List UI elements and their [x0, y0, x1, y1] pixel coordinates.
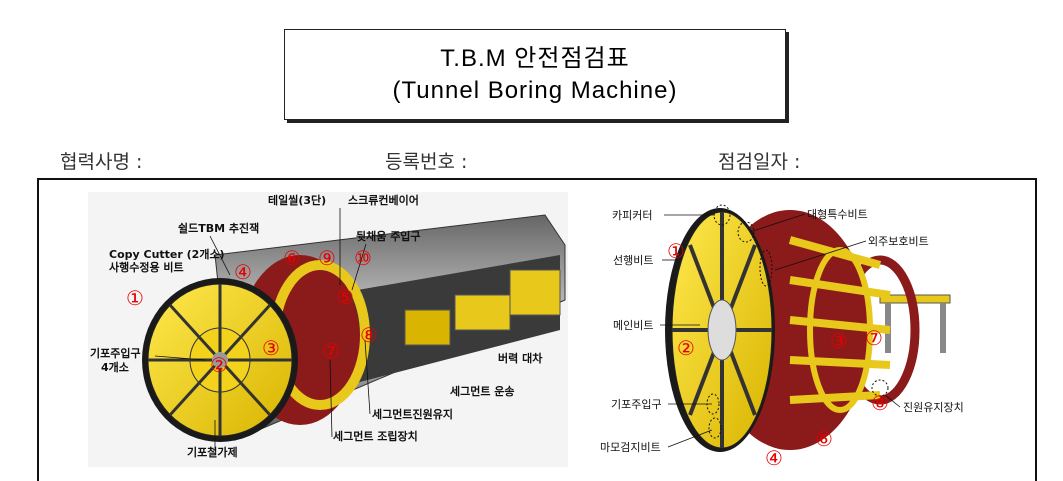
label-foam-port: 기포주입구 — [90, 346, 141, 360]
left-num-9: ⑨ — [318, 246, 336, 270]
title-line1: T.B.M 안전점검표 — [440, 44, 630, 72]
right-num-8: ⑧ — [871, 391, 889, 415]
label-copy-cutter-sub: 사행수정용 비트 — [109, 260, 184, 274]
label-large-bit: 대형특수비트 — [807, 208, 868, 221]
label-foam-port-right: 기포주입구 — [611, 398, 662, 411]
label-shield-jack: 쉴드TBM 추진잭 — [178, 221, 259, 235]
right-num-6: ⑥ — [815, 427, 833, 451]
left-tbm-illustration — [88, 192, 568, 467]
right-num-3: ③ — [830, 329, 848, 353]
label-foam-port-sub: 4개소 — [101, 360, 129, 374]
right-numbers: ① ② ③ ④ ⑥ ⑦ ⑧ — [667, 239, 889, 470]
title-box: T.B.M 안전점검표 (Tunnel Boring Machine) — [284, 29, 786, 120]
label-segment-roundness: 세그먼트진원유지 — [372, 407, 453, 421]
right-num-1: ① — [667, 239, 685, 263]
left-num-3: ③ — [262, 336, 280, 360]
label-wear-bit: 마모검지비트 — [600, 441, 661, 454]
right-num-7: ⑦ — [865, 326, 883, 350]
left-num-4: ④ — [234, 260, 252, 284]
left-num-8: ⑧ — [360, 323, 378, 347]
label-copy-cutter: Copy Cutter (2개소) — [109, 247, 225, 261]
label-power-car: 버력 대차 — [498, 351, 543, 365]
right-tbm-illustration — [665, 208, 951, 452]
label-roundness-device: 진원유지장치 — [903, 401, 964, 414]
label-segment-erector: 세그먼트 조립장치 — [333, 429, 418, 443]
label-main-bit: 메인비트 — [613, 319, 653, 332]
label-outer-bit: 외주보호비트 — [868, 235, 929, 248]
left-num-5: ⑤ — [336, 285, 354, 309]
date-label: 점검일자 : — [718, 151, 801, 173]
label-segment-transport: 세그먼트 운송 — [450, 384, 515, 398]
left-num-2: ② — [210, 353, 228, 377]
diagram-frame — [37, 178, 1037, 481]
label-screw-conveyor: 스크류컨베이어 — [348, 193, 419, 207]
title-line2: (Tunnel Boring Machine) — [392, 76, 678, 104]
label-backfill-port: 뒷채움 주입구 — [356, 229, 421, 243]
left-num-10: ⑩ — [354, 246, 372, 270]
label-lead-bit: 선행비트 — [613, 254, 653, 267]
left-labels: 테일씰(3단) 스크류컨베이어 쉴드TBM 추진잭 뒷채움 주입구 Copy C… — [90, 193, 543, 459]
left-num-1: ① — [126, 286, 144, 310]
label-tail-seal: 테일씰(3단) — [268, 193, 326, 207]
reg-no-label: 등록번호 : — [385, 151, 468, 173]
right-num-2: ② — [677, 336, 695, 360]
left-numbers: ① ② ③ ④ ⑤ ⑥ ⑦ ⑧ ⑨ ⑩ — [126, 246, 378, 377]
right-labels: 카피커터 선행비트 메인비트 기포주입구 마모검지비트 대형특수비트 외주보호비… — [600, 204, 964, 454]
label-cutter: 카피커터 — [612, 209, 652, 222]
right-num-4: ④ — [765, 446, 783, 470]
company-label: 협력사명 : — [60, 151, 143, 173]
left-num-6: ⑥ — [283, 246, 301, 270]
left-num-7: ⑦ — [322, 339, 340, 363]
label-foam-bar: 기포철가제 — [187, 445, 238, 459]
